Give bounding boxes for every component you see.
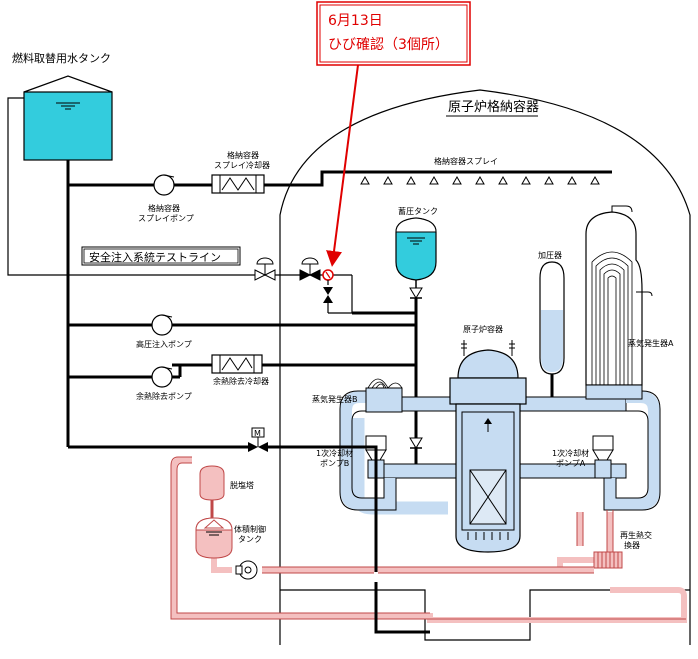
- callout-box: [316, 1, 471, 66]
- steam-gen-a-label: 蒸気発生器A: [628, 338, 674, 348]
- rhr-pump-label: 余熱除去ポンプ: [136, 391, 192, 401]
- spray-pump-label-1: 格納容器: [148, 203, 180, 213]
- deborating-tower-label: 脱塩塔: [230, 480, 254, 490]
- coolant-pump-b-label-1: 1次冷却材: [316, 448, 353, 458]
- coolant-pump-a: [592, 435, 614, 479]
- test-line-label: 安全注入系統テストライン: [89, 250, 221, 264]
- vct-label-2: タンク: [238, 535, 262, 544]
- spray-pump: [153, 174, 175, 196]
- pressurizer-label: 加圧器: [538, 250, 562, 260]
- reactor-vessel: [449, 340, 527, 553]
- accumulator-tank: [395, 217, 437, 281]
- test-valve-2: [299, 257, 321, 281]
- containment-vessel-label: 原子炉格納容器: [448, 99, 539, 115]
- volume-control-tank: [195, 517, 233, 559]
- spray-pump-label-2: スプレイポンプ: [138, 214, 194, 223]
- steam-generator-a: [585, 205, 653, 400]
- vct-label-1: 体積制御: [234, 524, 266, 534]
- motor-valve-symbol: M: [254, 429, 261, 438]
- regen-hx-label-1: 再生熱交: [620, 530, 652, 540]
- rwst-return-line: [7, 97, 240, 276]
- fuel-water-tank-label: 燃料取替用水タンク: [12, 51, 111, 65]
- loop-a-outer: [604, 391, 660, 510]
- rhr-cooler-label: 余熱除去冷却器: [213, 376, 269, 386]
- callout-arrow: [326, 64, 359, 267]
- regen-heat-exchanger: [593, 551, 623, 569]
- accumulator-label: 蓄圧タンク: [398, 206, 438, 216]
- regen-hx-label-2: 換器: [624, 540, 640, 550]
- containment-spray-label: 格納容器スプレイ: [434, 156, 498, 166]
- reactor-vessel-label: 原子炉容器: [463, 324, 503, 334]
- spray-cooler-label-1: 格納容器: [227, 150, 259, 160]
- callout-crack-note: ひび確認（3個所）: [328, 37, 449, 53]
- containment-floor: [280, 589, 690, 641]
- coolant-pump-a-label-1: 1次冷却材: [552, 448, 589, 458]
- spray-cooler: [211, 174, 265, 194]
- pressurizer: [539, 261, 565, 397]
- coolant-pump-a-label-2: ポンプA: [556, 459, 586, 468]
- steam-generator-b: [365, 378, 403, 413]
- coolant-pump-b-label-2: ポンプB: [320, 459, 349, 468]
- hp-injection-pump-label: 高圧注入ポンプ: [136, 339, 192, 349]
- rwst-tank: [23, 91, 113, 161]
- charging-pump: [235, 560, 258, 580]
- test-valve-1: [254, 257, 276, 281]
- loop-b-outer: [340, 391, 396, 510]
- rwst-roof: [23, 75, 113, 93]
- spray-cooler-label-2: スプレイ冷却器: [214, 160, 270, 170]
- motor-valve: [248, 427, 268, 452]
- spray-nozzles: [360, 175, 600, 185]
- hp-injection-pump: [151, 314, 173, 336]
- deborating-tower: [199, 465, 225, 518]
- test-line-box: [81, 246, 241, 266]
- containment-vessel-outline: [279, 89, 691, 645]
- rhr-pump: [151, 366, 173, 388]
- callout-date: 6月13日: [328, 13, 383, 29]
- steam-gen-b-label: 蒸気発生器B: [312, 394, 358, 404]
- rhr-cooler: [211, 354, 263, 374]
